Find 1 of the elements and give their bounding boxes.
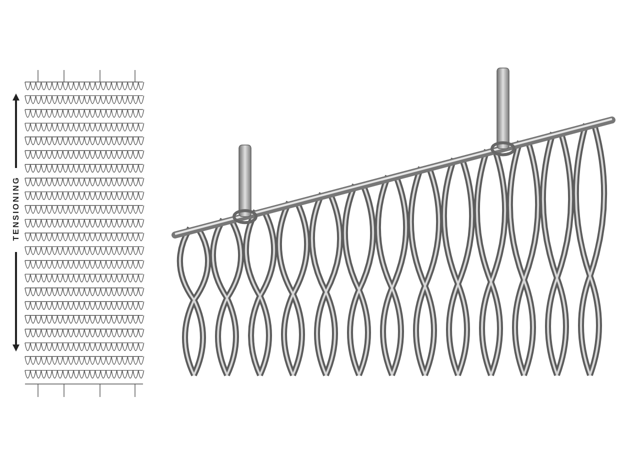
direction-label: TENSIONING xyxy=(12,175,20,243)
